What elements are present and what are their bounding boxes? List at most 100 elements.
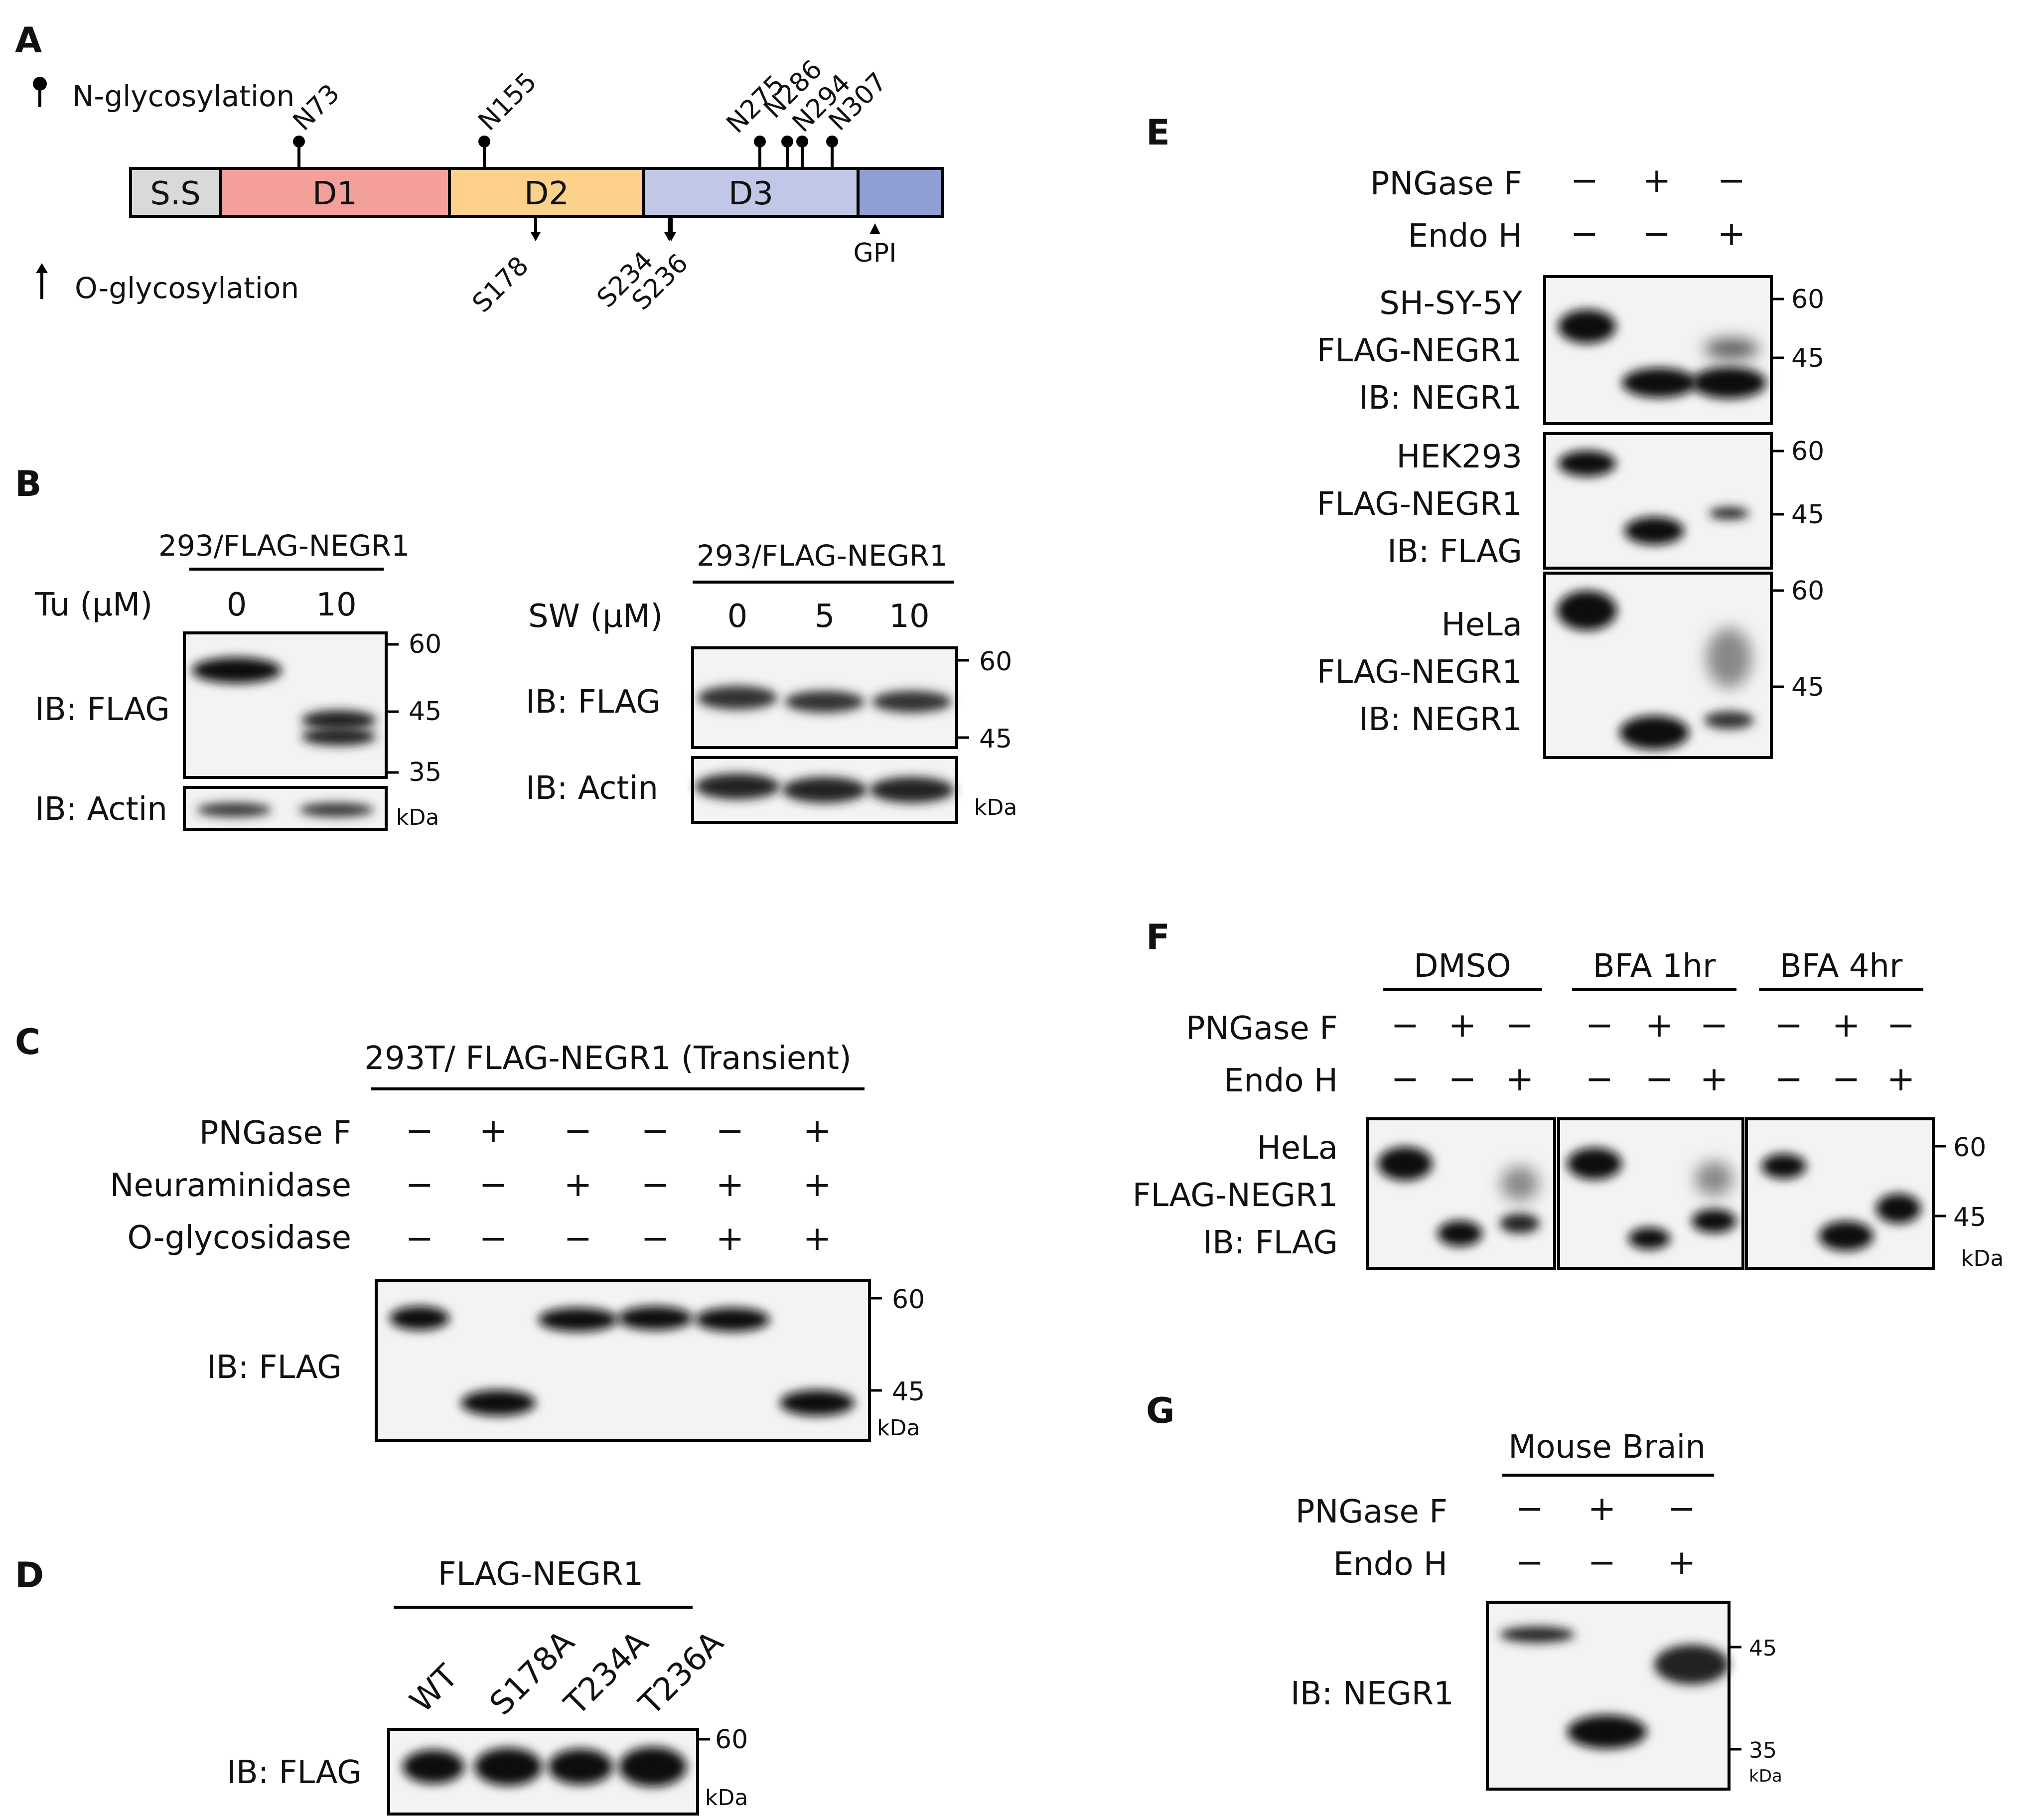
panel-g: Mouse Brain PNGase F Endo H − + − − − + … (1291, 1429, 1782, 1791)
d-title: FLAG-NEGR1 (438, 1556, 643, 1593)
svg-text:+: + (1588, 1489, 1616, 1528)
domain-label-d3: D3 (728, 175, 773, 212)
b-left-flag-blot (183, 631, 388, 779)
svg-text:−: − (1832, 1060, 1861, 1099)
panel-d: FLAG-NEGR1 WT S178A T234A T236A IB: FLAG… (227, 1556, 748, 1816)
c-flag-blot (375, 1279, 871, 1442)
svg-text:−: − (1887, 1006, 1915, 1045)
g-kda: kDa (1749, 1766, 1782, 1786)
f-mw-60: 60 (1953, 1133, 1986, 1163)
e-blot2-mw-60: 60 (1791, 437, 1824, 466)
svg-text:−: − (1668, 1489, 1696, 1528)
svg-text:+: + (1668, 1543, 1696, 1582)
panel-c: 293T/ FLAG-NEGR1 (Transient) PNGase F Ne… (110, 1040, 925, 1442)
e-blot2-ib: IB: FLAG (1387, 533, 1522, 570)
svg-text:−: − (1516, 1543, 1544, 1582)
svg-text:−: − (406, 1111, 434, 1151)
e-blot3-construct: FLAG-NEGR1 (1317, 654, 1522, 691)
e-blot1-mw-60: 60 (1791, 285, 1824, 314)
b-right-title: 293/FLAG-NEGR1 (697, 539, 948, 573)
svg-text:+: + (1887, 1060, 1915, 1099)
e-blot2-mw-45: 45 (1791, 500, 1824, 530)
panel-label-d: D (15, 1555, 44, 1596)
svg-text:+: + (803, 1165, 832, 1205)
b-left-mw-45: 45 (409, 697, 441, 727)
b-right-treatment: SW (μM) (528, 598, 663, 635)
svg-text:−: − (1645, 1060, 1674, 1099)
svg-text:N73: N73 (288, 78, 346, 137)
svg-text:GPI: GPI (854, 238, 897, 268)
b-left-lane-0: 0 (227, 587, 247, 623)
svg-text:−: − (564, 1219, 592, 1258)
f-group-dmso: DMSO (1414, 948, 1511, 985)
gpi-anchor-site: GPI (854, 223, 897, 268)
svg-text:−: − (1775, 1006, 1803, 1045)
b-left-treatment: Tu (μM) (34, 587, 152, 623)
panel-label-g: G (1146, 1390, 1174, 1431)
svg-text:+: + (1832, 1006, 1861, 1045)
n-site-n155: N155 (473, 67, 543, 168)
f-sign-grid: − + − − + − − + − − − + − − + − − + (1391, 1006, 1915, 1099)
g-mw-45: 45 (1749, 1636, 1777, 1661)
svg-text:+: + (803, 1219, 832, 1258)
svg-text:−: − (564, 1111, 592, 1151)
svg-text:−: − (641, 1219, 670, 1258)
svg-text:−: − (479, 1165, 508, 1205)
e-blot3-cell: HeLa (1442, 607, 1522, 643)
svg-text:−: − (1586, 1060, 1614, 1099)
svg-text:−: − (1448, 1060, 1477, 1099)
o-glycosylation-legend: O-glycosylation (75, 271, 299, 305)
b-right-mw-60: 60 (979, 647, 1012, 677)
panel-label-e: E (1146, 112, 1170, 153)
n-site-n73: N73 (288, 78, 346, 168)
f-construct: FLAG-NEGR1 (1133, 1177, 1338, 1214)
svg-text:N155: N155 (473, 67, 543, 137)
g-row-endoh: Endo H (1333, 1546, 1447, 1583)
svg-text:+: + (716, 1219, 744, 1258)
domain-label-d1: D1 (312, 175, 357, 212)
b-right-blot1: IB: FLAG (526, 684, 661, 721)
d-blot-label: IB: FLAG (227, 1754, 362, 1791)
e-blot3-mw-60: 60 (1791, 576, 1824, 606)
svg-text:−: − (1588, 1543, 1616, 1582)
svg-text:−: − (1571, 214, 1599, 254)
svg-text:−: − (406, 1219, 434, 1258)
e-blot1-ib: IB: NEGR1 (1359, 380, 1522, 417)
d-mw-60: 60 (715, 1725, 748, 1755)
e-sign-grid: − + − − − + (1571, 161, 1746, 254)
panel-label-c: C (15, 1022, 40, 1062)
panel-label-a: A (15, 20, 42, 61)
svg-text:−: − (1718, 161, 1746, 200)
svg-text:−: − (1391, 1060, 1420, 1099)
f-ib: IB: FLAG (1203, 1224, 1338, 1261)
svg-text:+: + (803, 1111, 832, 1151)
b-right-blot2: IB: Actin (526, 770, 658, 807)
d-kda: kDa (705, 1785, 748, 1811)
g-mw-35: 35 (1749, 1738, 1777, 1763)
c-row-pngase: PNGase F (199, 1115, 351, 1152)
c-sign-grid: − + − − − + − − + − + + − − − − + + (406, 1111, 832, 1258)
svg-text:−: − (1516, 1489, 1544, 1528)
e-row-pngase: PNGase F (1370, 165, 1522, 202)
d-lane-t234a: T234A (557, 1624, 656, 1723)
f-group-bfa4: BFA 4hr (1780, 948, 1903, 985)
svg-text:+: + (1645, 1006, 1674, 1045)
svg-text:−: − (1775, 1060, 1803, 1099)
panel-b-right: 293/FLAG-NEGR1 SW (μM) 0 5 10 IB: FLAG I… (526, 539, 1017, 824)
e-blot1-cell: SH-SY-5Y (1379, 285, 1523, 322)
f-mw-45: 45 (1953, 1203, 1986, 1232)
panel-a-domain-diagram: N-glycosylation O-glycosylation S.S D1 D… (33, 54, 944, 318)
g-title: Mouse Brain (1508, 1429, 1706, 1466)
svg-text:+: + (564, 1165, 592, 1205)
svg-text:−: − (716, 1111, 744, 1151)
b-right-lane-10: 10 (889, 598, 929, 635)
f-row-pngase: PNGase F (1186, 1010, 1338, 1047)
domain-gpi-region (857, 167, 944, 218)
f-kda: kDa (1961, 1246, 2004, 1271)
svg-text:−: − (1643, 214, 1671, 254)
e-blot2-construct: FLAG-NEGR1 (1317, 486, 1522, 523)
c-mw-60: 60 (892, 1285, 925, 1315)
d-lane-t236a: T236A (632, 1624, 730, 1723)
e-blot2-cell: HEK293 (1396, 439, 1522, 475)
